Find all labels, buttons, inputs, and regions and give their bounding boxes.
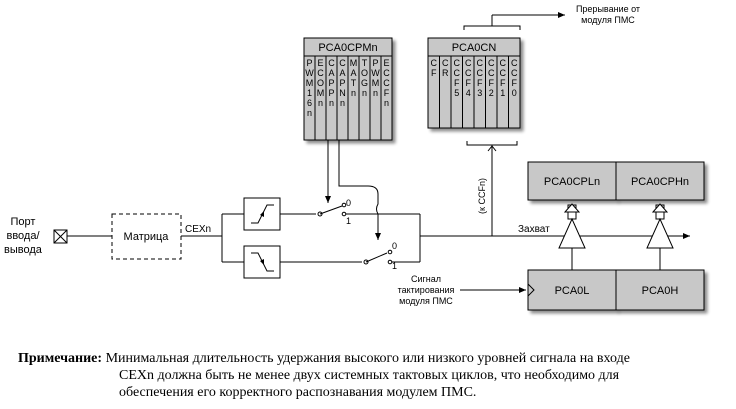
svg-text:Прерывание от: Прерывание от (576, 4, 640, 14)
matrix-box (111, 213, 182, 260)
capture-label: Захват (518, 224, 550, 235)
capture-buffer-low (558, 203, 586, 270)
ccfn-label: (к CCFn) (477, 178, 487, 214)
capture-buffer-high (646, 203, 674, 270)
matrix-label: Матрица (124, 231, 170, 243)
mux1-one-label: 1 (346, 216, 351, 226)
svg-text:модуля ПМС: модуля ПМС (399, 296, 453, 306)
svg-text:PCA0L: PCA0L (555, 285, 590, 297)
mux-switch-1 (317, 202, 347, 217)
mux1-zero-label: 0 (346, 198, 351, 208)
note-line-1: Минимальная длительность удержания высок… (105, 351, 630, 366)
note-line-2: CEXn должна быть не менее двух системных… (119, 368, 620, 383)
svg-text:тактирования: тактирования (398, 285, 455, 295)
svg-text:Сигнал: Сигнал (411, 274, 441, 284)
svg-text:PCA0CPLn: PCA0CPLn (544, 176, 600, 188)
pca0cpln-register: PCA0CPLn (527, 161, 617, 201)
note-block: Примечание: Минимальная длительность уде… (18, 350, 734, 401)
mux-switch-2 (363, 249, 393, 265)
interrupt-bracket (463, 12, 565, 30)
svg-text:ввода/: ввода/ (6, 230, 40, 242)
pca0cn-title: PCA0CN (452, 42, 497, 54)
pca0h-register: PCA0H (615, 269, 705, 311)
cex-label: CEXn (185, 224, 211, 235)
mux2-zero-label: 0 (392, 241, 397, 251)
pca0l-register: PCA0L (527, 269, 617, 311)
rising-edge-detector (243, 197, 281, 231)
svg-text:Порт: Порт (11, 216, 36, 228)
falling-edge-detector (243, 245, 281, 279)
note-line-3: обеспечения его корректного распознавани… (119, 385, 477, 400)
clock-label: Сигнал тактирования модуля ПМС (398, 274, 455, 306)
ccf-bracket (466, 141, 518, 236)
svg-text:PCA0H: PCA0H (642, 285, 679, 297)
port-label: Порт ввода/ вывода (4, 216, 43, 256)
svg-text:PCA0CPHn: PCA0CPHn (631, 176, 689, 188)
pca0cpmn-title: PCA0CPMn (318, 42, 377, 54)
pca0cphn-register: PCA0CPHn (615, 161, 705, 201)
mux2-one-label: 1 (392, 261, 397, 271)
capn-control-wire (338, 140, 381, 240)
svg-text:модуля ПМС: модуля ПМС (581, 15, 635, 25)
port-pin-symbol (53, 229, 68, 244)
svg-text:вывода: вывода (4, 244, 43, 256)
note-heading: Примечание: (18, 351, 103, 366)
interrupt-label: Прерывание от модуля ПМС (576, 4, 640, 25)
